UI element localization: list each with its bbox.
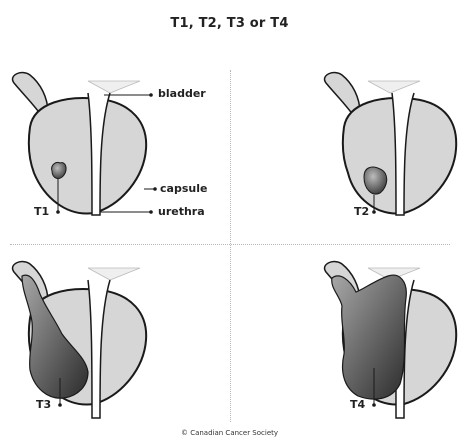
- prostate-diagram-t3: [0, 258, 220, 438]
- callout-bladder: bladder: [158, 87, 206, 100]
- bladder-wedge: [88, 81, 140, 93]
- panel-t2: T2: [310, 65, 459, 245]
- copyright-credit: © Canadian Cancer Society: [0, 429, 459, 437]
- panel-t4: T4: [310, 258, 459, 438]
- stage-label-t3: T3: [36, 398, 51, 411]
- bladder-wedge: [88, 268, 140, 280]
- prostate-diagram-t4: [310, 258, 459, 438]
- figure-title: T1, T2, T3 or T4: [0, 16, 459, 31]
- bladder-wedge: [368, 81, 420, 93]
- prostate-gland: [29, 98, 146, 213]
- stage-label-t1: T1: [34, 205, 49, 218]
- prostate-diagram-t2: [310, 65, 459, 245]
- callout-urethra: urethra: [158, 205, 205, 218]
- stage-label-t2: T2: [354, 205, 369, 218]
- vertical-divider: [230, 70, 231, 422]
- panel-t3: T3: [0, 258, 220, 438]
- panel-t1: T1 bladder capsule urethra: [0, 65, 220, 245]
- stage-label-t4: T4: [350, 398, 365, 411]
- callout-capsule: capsule: [160, 182, 207, 195]
